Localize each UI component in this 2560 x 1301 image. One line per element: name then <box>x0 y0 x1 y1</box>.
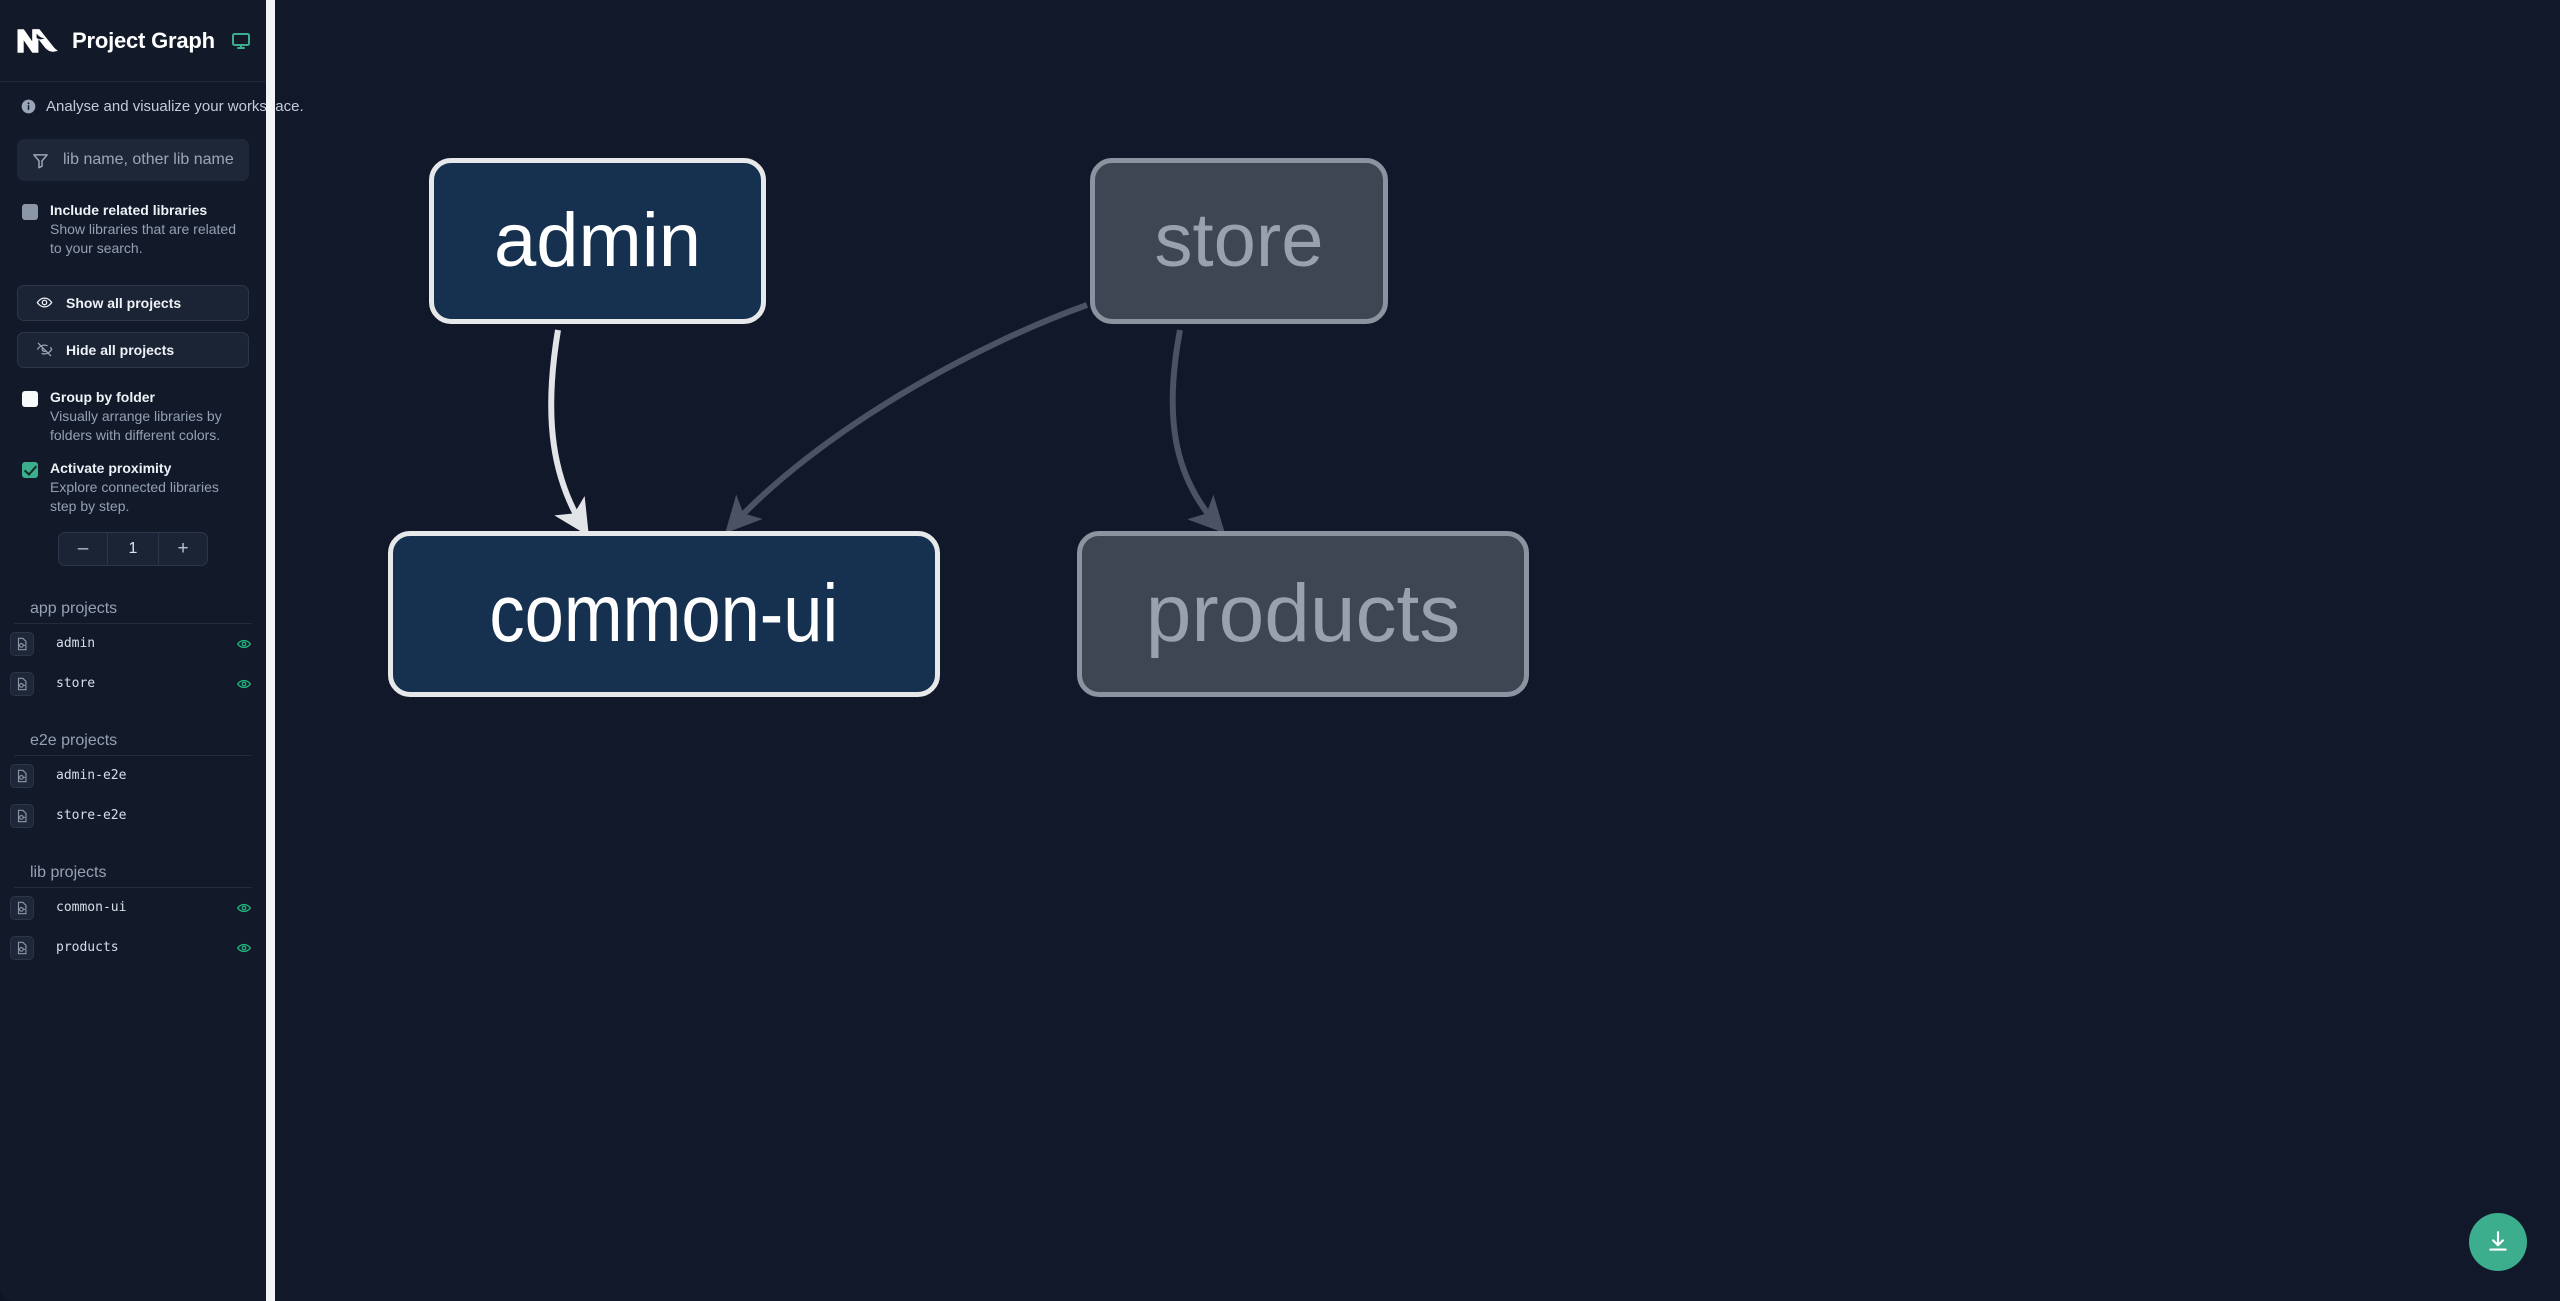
option-include-related[interactable]: Include related libraries Show libraries… <box>0 181 266 258</box>
project-row-admin[interactable]: admin <box>0 624 266 664</box>
project-group-app: app projects admin <box>0 600 266 704</box>
project-visibility-icon[interactable] <box>235 635 252 652</box>
graph-node-label: common-ui <box>489 568 839 659</box>
project-file-icon <box>10 763 34 788</box>
edge-store-to-common-ui <box>725 302 1089 534</box>
proximity-stepper: – 1 + <box>0 531 266 566</box>
show-all-projects-label: Show all projects <box>66 294 182 311</box>
project-file-icon <box>10 631 34 656</box>
group-by-folder-checkbox[interactable] <box>22 390 38 407</box>
project-name: store-e2e <box>56 808 127 824</box>
download-icon <box>2489 1231 2507 1251</box>
project-row-common-ui[interactable]: common-ui <box>0 888 266 928</box>
project-row-store-e2e[interactable]: store-e2e <box>0 796 266 836</box>
proximity-increment-button[interactable]: + <box>158 532 207 565</box>
nx-logo-icon <box>14 18 60 64</box>
download-button[interactable] <box>2469 1213 2527 1271</box>
graph-node-label: store <box>1154 198 1324 283</box>
proximity-value: 1 <box>128 539 138 557</box>
show-all-projects-button[interactable]: Show all projects <box>17 284 249 321</box>
project-group-title: app projects <box>14 600 252 624</box>
project-name: common-ui <box>56 900 127 916</box>
proximity-decrement-button[interactable]: – <box>59 532 108 565</box>
include-related-description: Show libraries that are related to your … <box>50 220 236 256</box>
project-group-e2e: e2e projects admin-e2e <box>0 732 266 836</box>
project-file-icon <box>10 803 34 828</box>
project-name: admin <box>56 636 96 652</box>
monitor-icon[interactable] <box>231 29 252 53</box>
project-file-icon <box>10 895 34 920</box>
group-by-folder-label: Group by folder <box>50 388 155 405</box>
project-file-icon <box>10 671 34 696</box>
info-icon <box>20 99 36 115</box>
activate-proximity-label: Activate proximity <box>50 459 172 476</box>
graph-canvas[interactable]: admin store common-ui products <box>275 0 2560 1301</box>
graph-node-admin[interactable]: admin <box>429 158 766 324</box>
project-group-title: lib projects <box>14 864 252 888</box>
edge-store-to-products <box>1169 329 1225 534</box>
graph-node-store[interactable]: store <box>1090 158 1388 324</box>
search-input[interactable] <box>63 139 249 181</box>
search-field[interactable] <box>17 139 249 181</box>
sidebar: Project Graph Analyse and visualize your… <box>0 0 304 1301</box>
activate-proximity-description: Explore connected libraries step by step… <box>50 478 219 514</box>
include-related-label: Include related libraries <box>50 202 208 218</box>
project-name: admin-e2e <box>56 768 127 784</box>
project-name: products <box>56 940 119 956</box>
project-row-store[interactable]: store <box>0 664 266 704</box>
project-name: store <box>56 676 96 692</box>
tagline: Analyse and visualize your workspace. <box>0 82 304 115</box>
graph-node-label: admin <box>494 198 701 283</box>
sidebar-header: Project Graph <box>0 0 266 82</box>
graph-node-label: products <box>1145 568 1461 659</box>
project-row-admin-e2e[interactable]: admin-e2e <box>0 756 266 796</box>
project-group-title: e2e projects <box>14 732 252 756</box>
tagline-text: Analyse and visualize your workspace. <box>46 98 304 115</box>
filter-icon <box>17 139 63 181</box>
project-row-products[interactable]: products <box>0 928 266 968</box>
graph-node-products[interactable]: products <box>1077 531 1529 697</box>
option-group-by-folder[interactable]: Group by folder Visually arrange librari… <box>0 368 266 445</box>
project-file-icon <box>10 935 34 960</box>
eye-off-icon <box>36 341 53 358</box>
group-by-folder-description: Visually arrange libraries by folders wi… <box>50 407 222 443</box>
edge-admin-to-common-ui <box>548 329 589 537</box>
project-group-lib: lib projects common-ui <box>0 864 266 968</box>
page-title: Project Graph <box>72 27 215 53</box>
hide-all-projects-button[interactable]: Hide all projects <box>17 331 249 368</box>
eye-icon <box>36 294 53 311</box>
hide-all-projects-label: Hide all projects <box>66 341 175 358</box>
sidebar-resize-handle[interactable] <box>266 0 275 1301</box>
activate-proximity-checkbox[interactable] <box>22 461 38 478</box>
project-visibility-icon[interactable] <box>235 675 252 692</box>
include-related-checkbox[interactable] <box>22 204 38 220</box>
option-activate-proximity[interactable]: Activate proximity Explore connected lib… <box>0 445 266 516</box>
graph-node-common-ui[interactable]: common-ui <box>388 531 940 697</box>
graph-edges <box>548 302 1225 537</box>
project-visibility-icon[interactable] <box>235 899 252 916</box>
project-visibility-icon[interactable] <box>235 939 252 956</box>
